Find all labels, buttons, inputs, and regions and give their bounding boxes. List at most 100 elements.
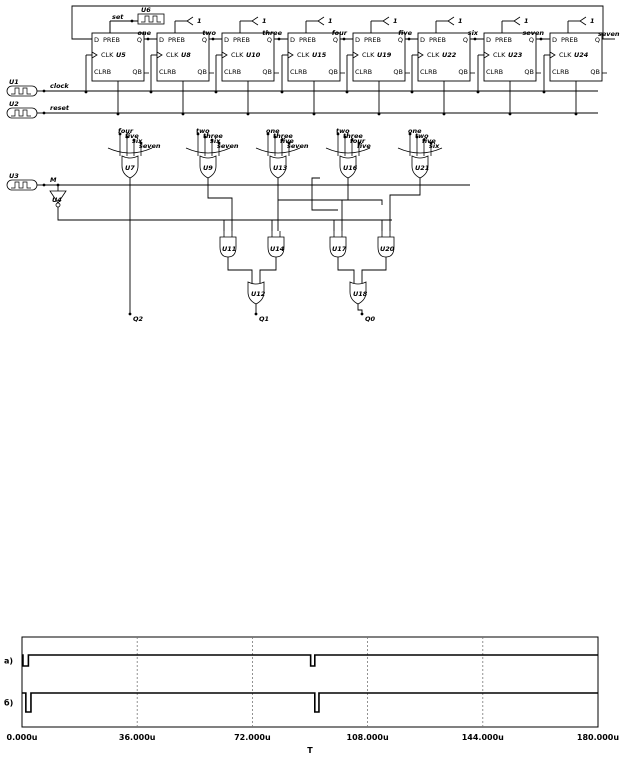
pulse-source-body [137, 13, 165, 25]
input-fan [325, 147, 371, 154]
flipflop-ref: U19 [377, 51, 392, 59]
flipflop-ref: U8 [181, 51, 191, 59]
junction-dot [118, 132, 122, 136]
pin-preb: PREB [429, 36, 446, 44]
or-gate-ref: U18 [353, 290, 368, 298]
junction-dot [196, 132, 200, 136]
pin-clk: CLK [362, 51, 375, 59]
pin-d: D [486, 36, 491, 44]
pin-q: Q [202, 36, 207, 44]
flipflop-ref: U22 [442, 51, 457, 59]
junction-dot [125, 135, 129, 139]
and-gate-u17: U17 [329, 231, 347, 258]
source-ref: U2 [9, 100, 19, 108]
flipflop-body [352, 32, 406, 82]
clock-triangle [483, 51, 490, 59]
junction-dot [336, 132, 340, 136]
gate-input-label-six: six [210, 137, 221, 145]
x-tick-label: 0.000u [7, 733, 38, 742]
and-gate-ref: U11 [222, 245, 236, 253]
and-gate-u20: U20 [377, 231, 395, 258]
high-level-symbol [186, 16, 194, 26]
high-level-label: 1 [328, 17, 333, 25]
flipflop-body [221, 32, 275, 82]
junction-dot [473, 37, 477, 41]
pulse-source-body [6, 179, 38, 191]
junction-dot [146, 37, 150, 41]
flipflop-ref: U10 [246, 51, 261, 59]
junction-dot [415, 135, 419, 139]
output-label-q1: Q1 [259, 315, 269, 323]
or-gate-ref: U12 [251, 290, 266, 298]
and-gate-u11: U11 [219, 231, 237, 258]
wire [278, 199, 383, 205]
pin-clrb: CLRB [224, 68, 241, 76]
gate-input-label-four: four [118, 127, 134, 135]
net-label-five: five [398, 29, 412, 37]
pin-d: D [290, 36, 295, 44]
gate-input-label-four: four [350, 137, 366, 145]
pin-clrb: CLRB [94, 68, 111, 76]
junction-dot [139, 141, 143, 145]
or-gate-body [269, 155, 287, 179]
pulse-icon [141, 15, 161, 23]
set-source-ref: U6 [141, 6, 151, 14]
clock-triangle [549, 51, 556, 59]
gate-input-label-seven: seven [139, 142, 161, 150]
flipflop-ref: U5 [116, 51, 126, 59]
flipflop-ref: U24 [574, 51, 589, 59]
pulse-icon [11, 87, 31, 95]
inverter-body [49, 190, 67, 204]
junction-dot [211, 37, 215, 41]
high-level-symbol [251, 16, 259, 26]
gate-input-label-five: five [422, 137, 436, 145]
series-line-1 [22, 654, 598, 667]
pin-preb: PREB [103, 36, 120, 44]
input-fan [185, 147, 231, 154]
pulse-icon [11, 181, 31, 189]
or-gate-body [199, 155, 217, 179]
junction-dot [56, 183, 60, 187]
wire [259, 257, 277, 283]
pin-preb: PREB [299, 36, 316, 44]
net-label-m: M [50, 176, 57, 184]
x-tick-label: 180.000u [577, 733, 619, 742]
net-label-seven: seven [598, 30, 620, 38]
or-gate-ref: U16 [343, 164, 358, 172]
plot-area [21, 636, 599, 728]
or-gate-ref: U9 [203, 164, 213, 172]
or-gate-u18: U18 [349, 281, 368, 305]
inverter-u4: U4 [44, 183, 470, 221]
m-inverted-wire [57, 207, 392, 221]
pin-qb: QB [524, 68, 534, 76]
pin-q: Q [137, 36, 142, 44]
flipflop-body [287, 32, 341, 82]
series-label-2: б) [4, 698, 13, 708]
and-gate-ref: U14 [270, 245, 285, 253]
pin-qb: QB [197, 68, 207, 76]
wire [337, 257, 355, 283]
pin-d: D [94, 36, 99, 44]
pin-q: Q [595, 36, 600, 44]
clock-triangle [417, 51, 424, 59]
junction-dot [210, 138, 214, 142]
or-gate-body [411, 155, 429, 179]
net-label-six: six [468, 29, 479, 37]
or-gate-body [349, 281, 367, 305]
pin-clk: CLK [166, 51, 179, 59]
gate-input-label-five: five [280, 137, 294, 145]
wire [357, 304, 363, 314]
junction-dot [128, 312, 132, 316]
net-label-four: four [332, 29, 348, 37]
pin-q: Q [398, 36, 403, 44]
flipflop-ref: U23 [508, 51, 523, 59]
